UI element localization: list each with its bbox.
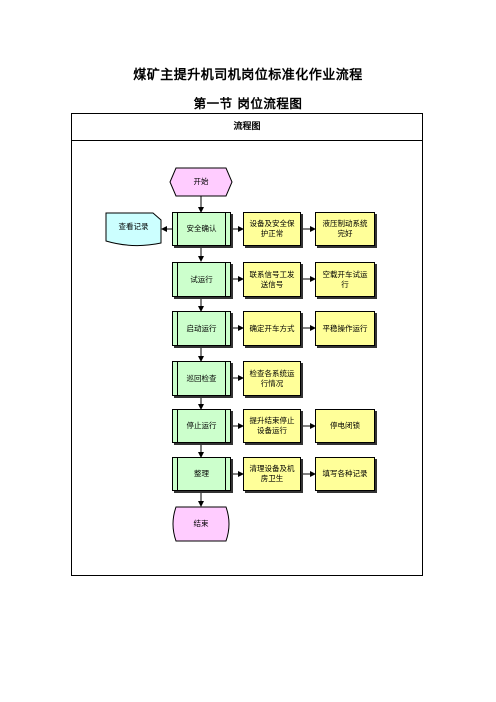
detail-hydraulic-brake: 液压制动系统完好 — [315, 212, 375, 246]
detail-no-load-test: 空载开车试运行 — [315, 262, 375, 297]
detail-clean-room: 清理设备及机房卫生 — [243, 457, 301, 491]
detail-smooth-operation: 平稳操作运行 — [315, 311, 375, 346]
step-start-run: 启动运行 — [172, 311, 231, 346]
detail-drive-mode: 确定开车方式 — [243, 311, 301, 346]
step-trial-run: 试运行 — [172, 262, 231, 297]
step-safety-check: 安全确认 — [172, 212, 231, 246]
detail-power-lockout: 停电闭锁 — [315, 409, 375, 443]
step-stop-run: 停止运行 — [172, 409, 231, 443]
section-title: 第一节 岗位流程图 — [193, 96, 303, 111]
end-node: 结束 — [193, 519, 209, 528]
step-patrol-check: 巡回检查 — [172, 361, 231, 396]
frame-header: 流程图 — [72, 114, 422, 141]
start-node-shape — [169, 167, 233, 197]
detail-equipment-protection: 设备及安全保护正常 — [243, 212, 301, 246]
flowchart-frame: 流程图 — [71, 113, 423, 576]
document-title: 煤矿主提升机司机岗位标准化作业流程 — [133, 68, 363, 83]
start-node: 开始 — [193, 177, 209, 186]
step-tidy-up: 整理 — [172, 457, 231, 491]
end-node-shape — [172, 506, 230, 542]
detail-fill-records: 填写各种记录 — [315, 457, 375, 491]
record-node: 查看记录 — [118, 222, 149, 231]
detail-system-inspection: 检查各系统运行情况 — [243, 361, 301, 396]
detail-contact-signal: 联系信号工发送信号 — [243, 262, 301, 297]
detail-stop-equipment: 提升结束停止设备运行 — [243, 409, 301, 443]
